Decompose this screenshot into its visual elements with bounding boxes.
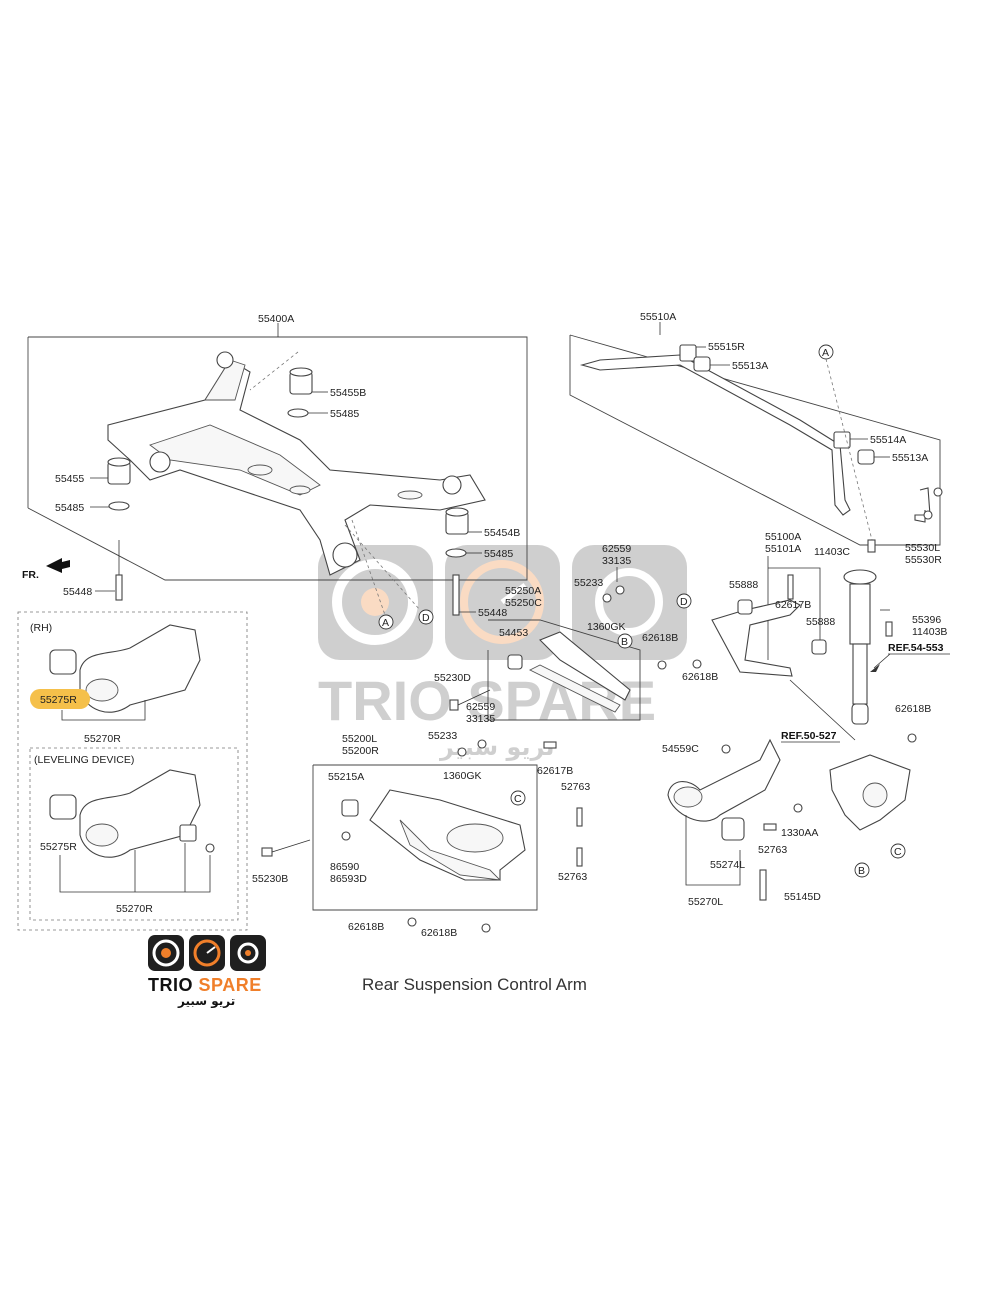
label-55448a: 55448 [63, 586, 92, 598]
label-54453: 54453 [499, 627, 528, 639]
label-55510A: 55510A [640, 311, 676, 323]
label-55485a: 55485 [330, 408, 359, 420]
label-55400A: 55400A [258, 313, 294, 325]
ref-marker-A1: A [382, 617, 389, 629]
ref-marker-D2: D [680, 596, 688, 608]
label-1360GKb: 1360GK [443, 770, 482, 782]
ref-marker-C1: C [514, 793, 522, 805]
label-REF50: REF.50-527 [781, 730, 837, 742]
watermark-arabic: تريو سبير [439, 733, 554, 761]
label-55530R: 55530R [905, 554, 942, 566]
label-55530L: 55530L [905, 542, 940, 554]
label-55215A: 55215A [328, 771, 364, 783]
label-55275Ra: 55275R [40, 694, 77, 706]
label-11403B: 11403B [912, 626, 947, 638]
label-62618Be: 62618B [895, 703, 931, 715]
label-55200L: 55200L [342, 733, 377, 745]
label-33135a: 33135 [602, 555, 631, 567]
trailing-arm-group: 54559C REF.50-527 52763 1330AA B C 55274… [662, 730, 911, 908]
front-arrow-icon [46, 558, 70, 573]
diagram-caption: Rear Suspension Control Arm [362, 975, 587, 994]
label-55250A: 55250A [505, 585, 541, 597]
label-55270L: 55270L [688, 896, 723, 908]
label-1360GKa: 1360GK [587, 621, 626, 633]
label-55145D: 55145D [784, 891, 821, 903]
ref-marker-B2: B [858, 865, 865, 877]
ref-marker-B1: B [621, 636, 628, 648]
label-RH: (RH) [30, 622, 52, 634]
label-11403Ca: 11403C [814, 546, 850, 558]
label-55448b: 55448 [478, 607, 507, 619]
label-FR: FR. [22, 569, 39, 581]
label-52763c: 52763 [758, 844, 787, 856]
label-54559C: 54559C [662, 743, 699, 755]
ref-marker-D1: D [422, 612, 430, 624]
label-62559b: 62559 [466, 701, 495, 713]
label-86590: 86590 [330, 861, 359, 873]
label-55485c: 55485 [484, 548, 513, 560]
brand-name: TRIO SPARE [148, 975, 262, 996]
label-55396: 55396 [912, 614, 941, 626]
brand-name-part2: SPARE [198, 975, 262, 995]
label-55230D: 55230D [434, 672, 471, 684]
label-62617Bb: 62617B [537, 765, 573, 777]
label-55230B: 55230B [252, 873, 288, 885]
label-55514A: 55514A [870, 434, 906, 446]
label-52763a: 52763 [561, 781, 590, 793]
label-55888b: 55888 [806, 616, 835, 628]
label-55101A: 55101A [765, 543, 801, 555]
label-55515R: 55515R [708, 341, 745, 353]
label-55270Rb: 55270R [116, 903, 153, 915]
label-62618Bc: 62618B [348, 921, 384, 933]
label-REF54: REF.54-553 [888, 642, 944, 654]
label-62618Ba: 62618B [682, 671, 718, 683]
label-55233a: 55233 [574, 577, 603, 589]
subframe-group: 55400A 55455B 55485 55455 55485 55448 [27, 313, 528, 630]
lower-arm-group: 55200L 55200R 55215A C 52763 52763 86590… [252, 733, 590, 939]
label-62618Bd: 62618B [421, 927, 457, 939]
label-55454B: 55454B [484, 527, 520, 539]
ref-marker-A2: A [822, 347, 829, 359]
shock-group: 55396 11403B REF.54-553 62618B [843, 569, 950, 743]
label-55888a: 55888 [729, 579, 758, 591]
brand-logo [148, 935, 266, 971]
brand-name-part1: TRIO [148, 975, 193, 995]
label-52763b: 52763 [558, 871, 587, 883]
rh-panel: (RH) 55275R 55270R (LEVELING DEVICE) 552… [17, 611, 248, 931]
front-direction: FR. [22, 558, 70, 581]
label-1330AA: 1330AA [781, 827, 818, 839]
middle-arm-group: 62559 33135 55233 1360GK 55250A 55250C 5… [428, 543, 678, 782]
label-55233b: 55233 [428, 730, 457, 742]
watermark: TRIO SPARE تريو سبير [318, 545, 687, 761]
label-55250C: 55250C [505, 597, 542, 609]
label-55270Ra: 55270R [84, 733, 121, 745]
label-86593D: 86593D [330, 873, 367, 885]
label-55275Rb: 55275R [40, 841, 77, 853]
label-55274L: 55274L [710, 859, 745, 871]
ref-marker-C2: C [894, 846, 902, 858]
label-LEVEL: (LEVELING DEVICE) [34, 754, 134, 766]
label-55513Ab: 55513A [892, 452, 928, 464]
label-55485b: 55485 [55, 502, 84, 514]
label-62618Bb: 62618B [642, 632, 678, 644]
label-55200R: 55200R [342, 745, 379, 757]
label-55513Aa: 55513A [732, 360, 768, 372]
label-33135b: 33135 [466, 713, 495, 725]
highlight-55275R [30, 689, 90, 709]
label-55100A: 55100A [765, 531, 801, 543]
label-62617Ba: 62617B [775, 599, 811, 611]
stabilizer-group: 55510A 55515R 55513A 55514A 55513A A 114… [569, 311, 943, 566]
label-55455: 55455 [55, 473, 84, 485]
label-62559a: 62559 [602, 543, 631, 555]
label-55455B: 55455B [330, 387, 366, 399]
brand-arabic-name: تريو سبير [178, 994, 236, 1008]
upper-arm-group: 55100A 55101A D 55888 62617B 55888 62618… [676, 531, 856, 741]
